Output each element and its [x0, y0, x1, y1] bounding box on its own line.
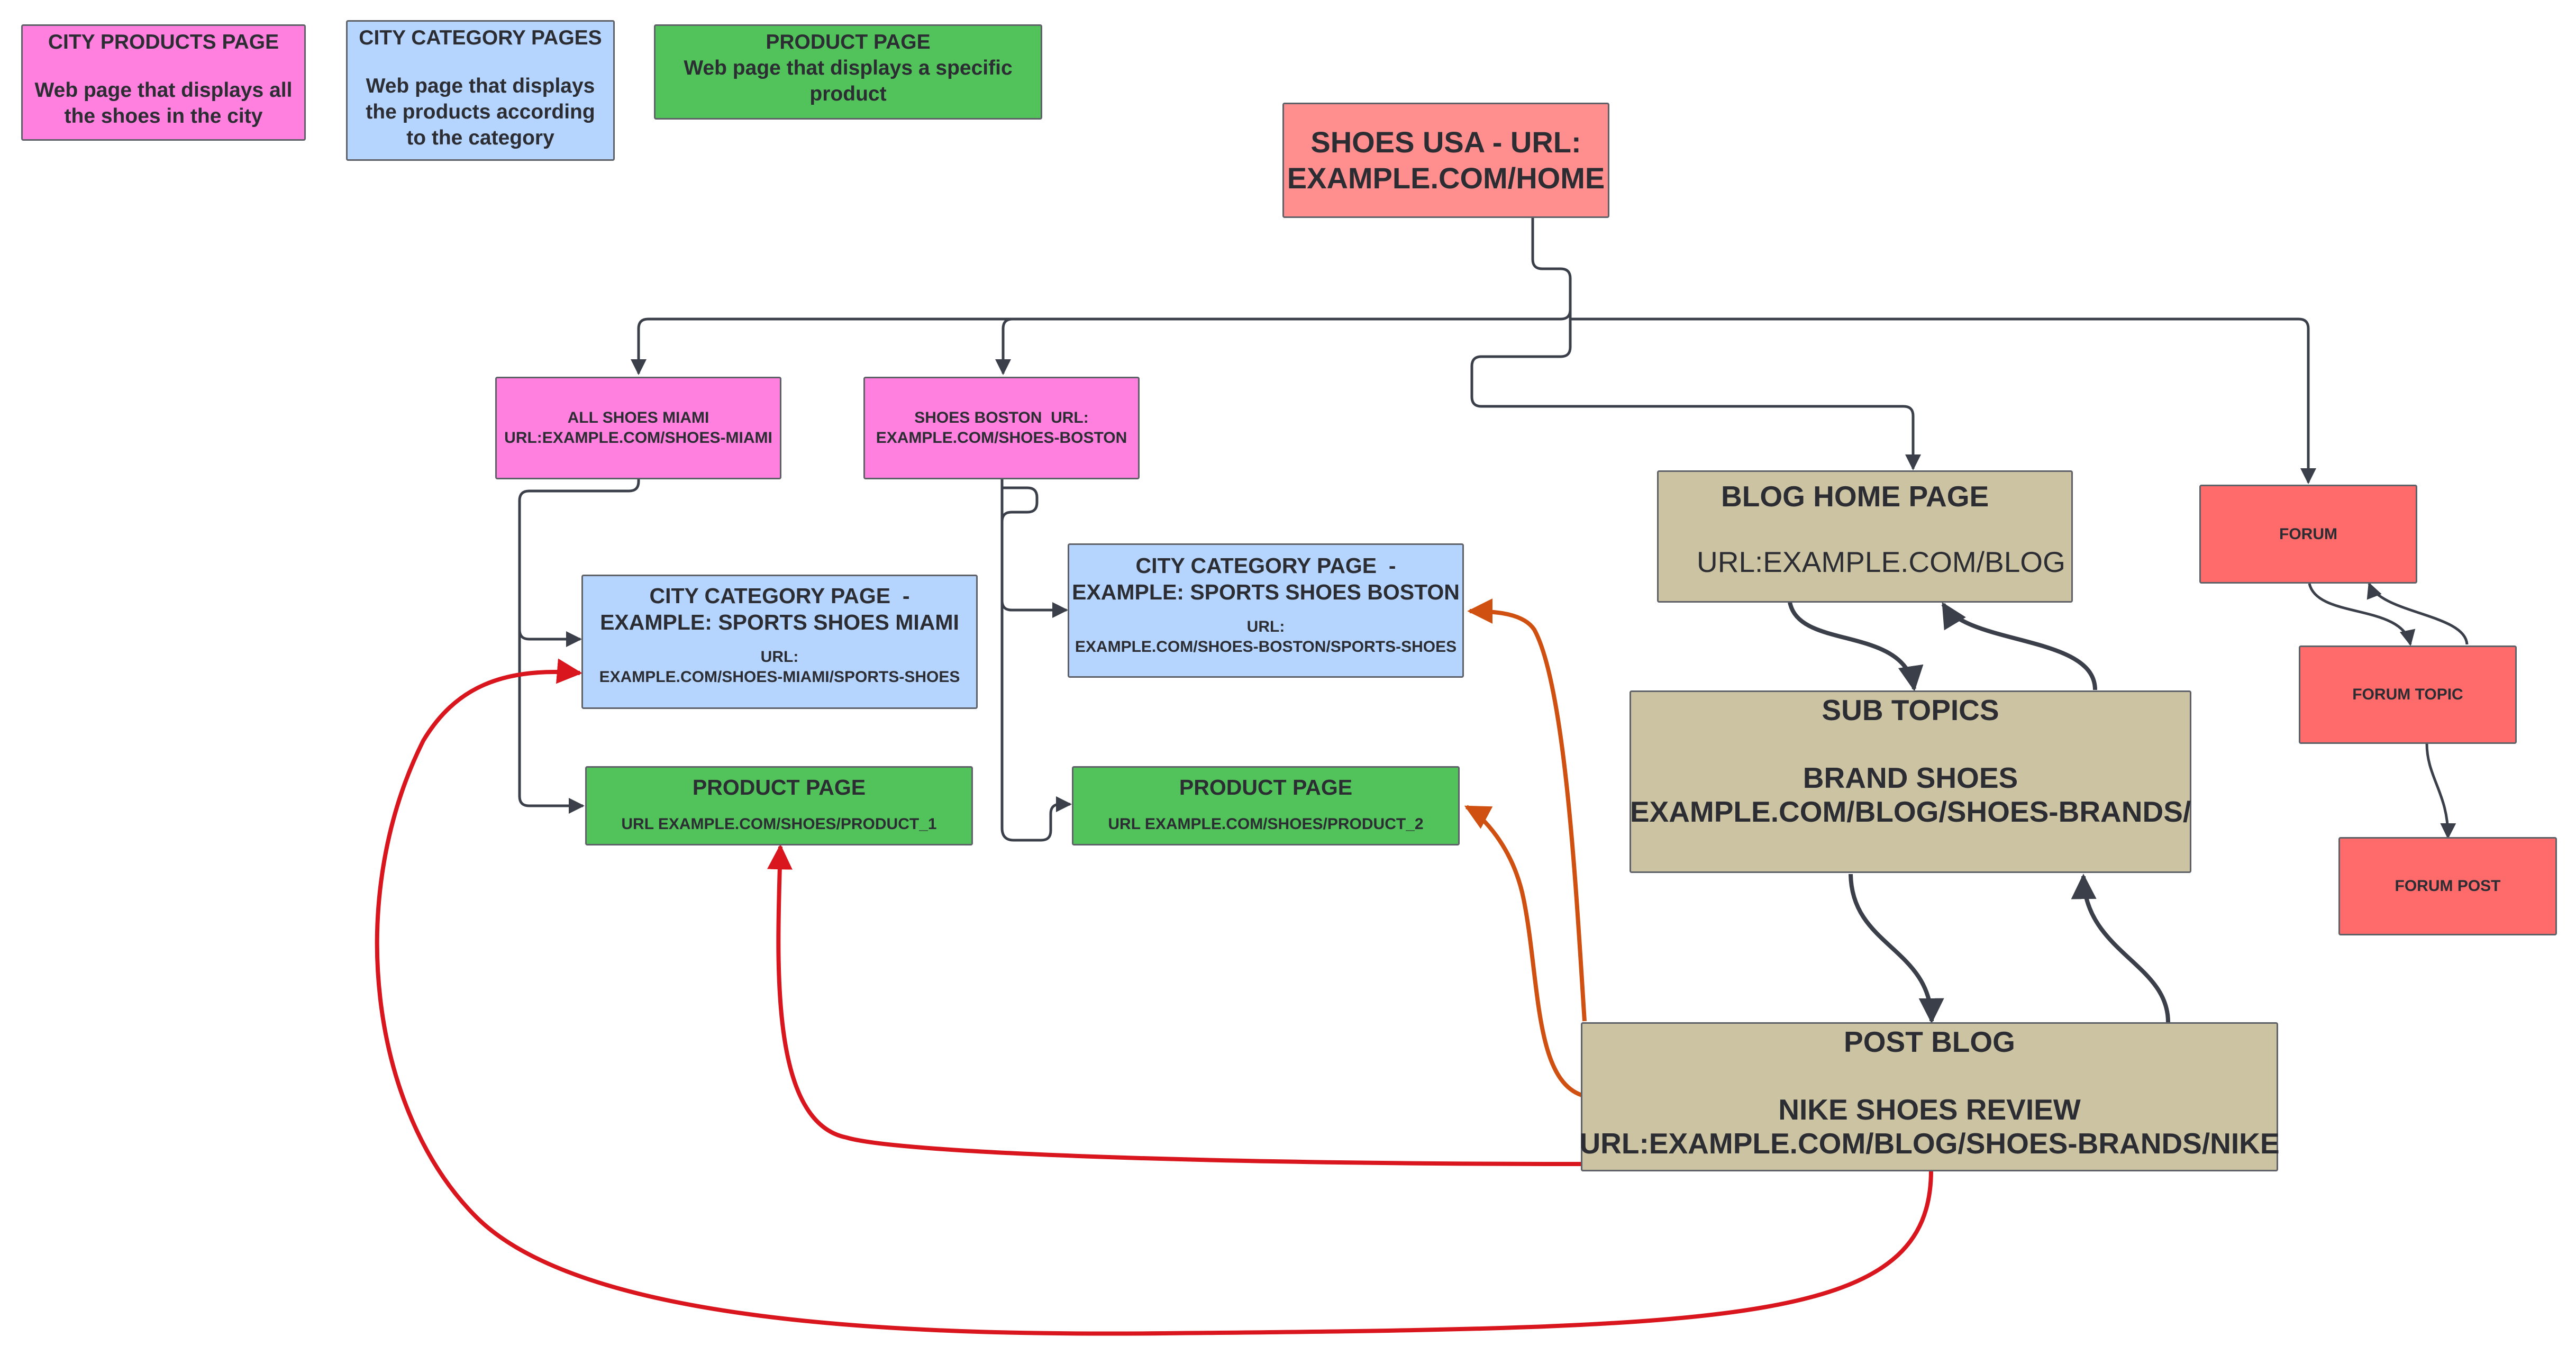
connector-subtopics-to-post	[1849, 874, 1944, 1024]
node-boston-category-url-line: URL:	[1246, 618, 1285, 635]
node-sub-topics-line: BRAND SHOES	[1803, 761, 2018, 794]
node-miami-category[interactable]: CITY CATEGORY PAGE - EXAMPLE: SPORTS SHO…	[581, 575, 978, 709]
link-post-to-miami-category	[375, 658, 1933, 1336]
node-home-line: SHOES USA - URL:	[1310, 125, 1581, 159]
connector-home-to-forum	[1570, 317, 2316, 484]
node-product-1[interactable]: PRODUCT PAGE URL EXAMPLE.COM/SHOES/PRODU…	[585, 766, 973, 845]
node-sub-topics-title: SUB TOPICS	[1822, 694, 1999, 726]
legend-city-category-desc-line: to the category	[406, 126, 554, 149]
node-post-blog-line: URL:EXAMPLE.COM/BLOG/SHOES-BRANDS/NIKE	[1579, 1127, 2280, 1160]
node-product-2-url: URL EXAMPLE.COM/SHOES/PRODUCT_2	[1108, 815, 1424, 833]
connector-boston-to-product	[1000, 486, 1072, 842]
legend-city-category: CITY CATEGORY PAGES Web page that displa…	[346, 20, 615, 161]
legend-city-category-desc-line: the products according	[366, 101, 595, 123]
connector-home-to-blog	[1470, 310, 1921, 470]
node-product-1-title: PRODUCT PAGE	[692, 775, 866, 799]
node-product-2-title: PRODUCT PAGE	[1179, 775, 1353, 799]
connector-post-to-subtopics	[2071, 874, 2170, 1023]
node-boston-all-shoes-line: SHOES BOSTON URL:	[914, 409, 1089, 426]
legend-city-products: CITY PRODUCTS PAGE Web page that display…	[21, 24, 306, 141]
link-post-to-product-2	[1464, 805, 1583, 1097]
legend-city-products-desc-line: Web page that displays all	[34, 79, 293, 102]
node-forum-label: FORUM	[2279, 525, 2337, 543]
node-product-1-url: URL EXAMPLE.COM/SHOES/PRODUCT_1	[621, 815, 937, 833]
node-boston-category-title-line: EXAMPLE: SPORTS SHOES BOSTON	[1072, 580, 1460, 604]
connector-topic-to-forum-post	[2425, 743, 2456, 839]
legend-city-products-desc-line: the shoes in the city	[64, 105, 263, 128]
node-forum-post-label: FORUM POST	[2395, 877, 2501, 895]
legend-product-title: PRODUCT PAGE	[766, 31, 931, 53]
connector-topic-to-forum	[2366, 582, 2469, 645]
node-product-2[interactable]: PRODUCT PAGE URL EXAMPLE.COM/SHOES/PRODU…	[1072, 766, 1460, 845]
node-forum[interactable]: FORUM	[2199, 485, 2417, 584]
connector-blog-to-subtopics	[1788, 602, 1924, 692]
node-post-blog-title: POST BLOG	[1844, 1025, 2015, 1058]
connector-home-trunk	[995, 217, 1572, 375]
connector-miami-to-category	[518, 479, 640, 647]
node-forum-post[interactable]: FORUM POST	[2338, 837, 2557, 935]
node-blog-home-url: URL:EXAMPLE.COM/BLOG	[1697, 545, 2065, 578]
link-post-to-boston-category	[1467, 598, 1587, 1022]
node-sub-topics-line: EXAMPLE.COM/BLOG/SHOES-BRANDS/	[1630, 795, 2191, 828]
node-post-blog-line: NIKE SHOES REVIEW	[1778, 1093, 2081, 1126]
node-miami-category-url-line: EXAMPLE.COM/SHOES-MIAMI/SPORTS-SHOES	[599, 668, 960, 686]
node-miami-category-title-line: EXAMPLE: SPORTS SHOES MIAMI	[600, 610, 959, 634]
node-boston-all-shoes[interactable]: SHOES BOSTON URL: EXAMPLE.COM/SHOES-BOST…	[863, 377, 1140, 479]
legend-product-desc-line: Web page that displays a specific	[684, 57, 1013, 79]
node-boston-all-shoes-line: EXAMPLE.COM/SHOES-BOSTON	[876, 429, 1127, 447]
node-miami-all-shoes-line: ALL SHOES MIAMI	[567, 409, 709, 426]
link-post-to-product-1	[767, 844, 1582, 1166]
connector-forum-to-topic	[2308, 583, 2416, 646]
node-miami-category-url-line: URL:	[760, 648, 799, 666]
legend-city-products-title: CITY PRODUCTS PAGE	[48, 31, 279, 53]
node-post-blog[interactable]: POST BLOG NIKE SHOES REVIEW URL:EXAMPLE.…	[1579, 1022, 2280, 1171]
node-forum-topic[interactable]: FORUM TOPIC	[2299, 645, 2517, 744]
node-blog-home[interactable]: BLOG HOME PAGE URL:EXAMPLE.COM/BLOG	[1657, 470, 2073, 603]
node-forum-topic-label: FORUM TOPIC	[2352, 686, 2463, 703]
connector-subtopics-to-blog	[1941, 602, 2097, 690]
node-boston-category-title-line: CITY CATEGORY PAGE -	[1135, 553, 1396, 578]
node-blog-home-title: BLOG HOME PAGE	[1721, 480, 1989, 513]
legend-product-desc-line: product	[809, 83, 887, 105]
node-boston-category-url-line: EXAMPLE.COM/SHOES-BOSTON/SPORTS-SHOES	[1075, 638, 1457, 656]
node-boston-category[interactable]: CITY CATEGORY PAGE - EXAMPLE: SPORTS SHO…	[1068, 543, 1464, 678]
connector-miami-to-product	[518, 630, 585, 814]
node-sub-topics[interactable]: SUB TOPICS BRAND SHOES EXAMPLE.COM/BLOG/…	[1630, 690, 2191, 873]
node-home-line: EXAMPLE.COM/HOME	[1287, 161, 1605, 195]
legend-product: PRODUCT PAGE Web page that displays a sp…	[654, 24, 1042, 120]
connector-boston-to-category	[1000, 479, 1068, 618]
node-miami-all-shoes-line: URL:EXAMPLE.COM/SHOES-MIAMI	[504, 429, 772, 447]
node-home[interactable]: SHOES USA - URL: EXAMPLE.COM/HOME	[1282, 103, 1609, 218]
legend-city-category-title: CITY CATEGORY PAGES	[359, 26, 602, 49]
node-miami-category-title-line: CITY CATEGORY PAGE -	[649, 584, 910, 608]
connector-home-to-miami	[631, 317, 1013, 375]
legend-city-category-desc-line: Web page that displays	[366, 75, 595, 97]
node-miami-all-shoes[interactable]: ALL SHOES MIAMI URL:EXAMPLE.COM/SHOES-MI…	[495, 377, 781, 479]
